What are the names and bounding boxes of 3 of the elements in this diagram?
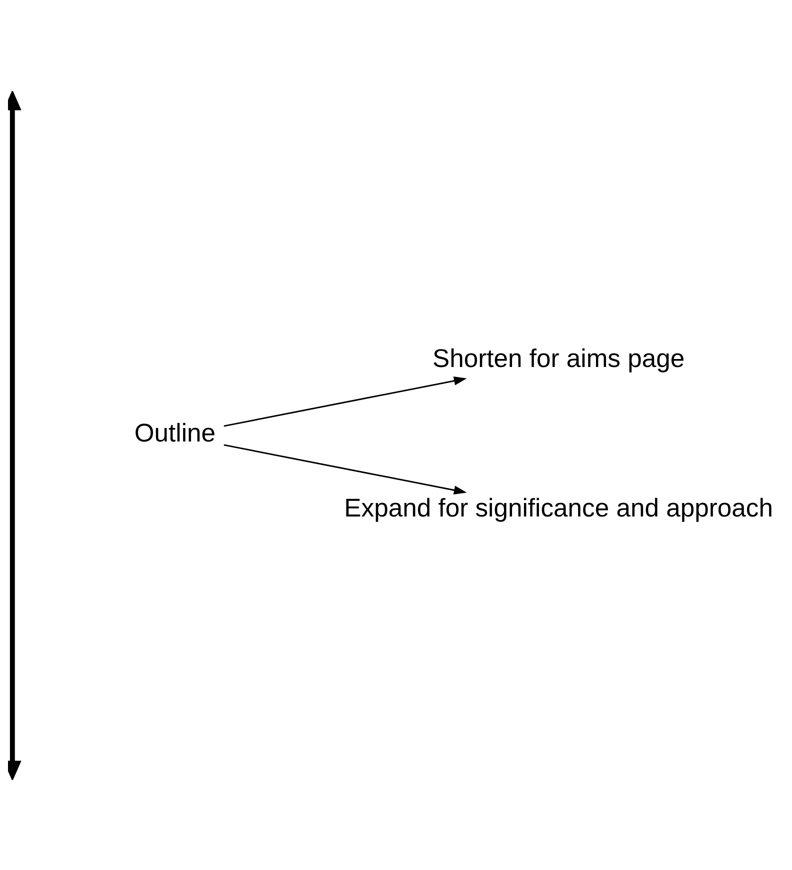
node-text: Shorten for aims page — [432, 344, 685, 372]
node-text: Outline — [134, 419, 216, 448]
node-text: Expand for significance and approach — [344, 494, 773, 522]
